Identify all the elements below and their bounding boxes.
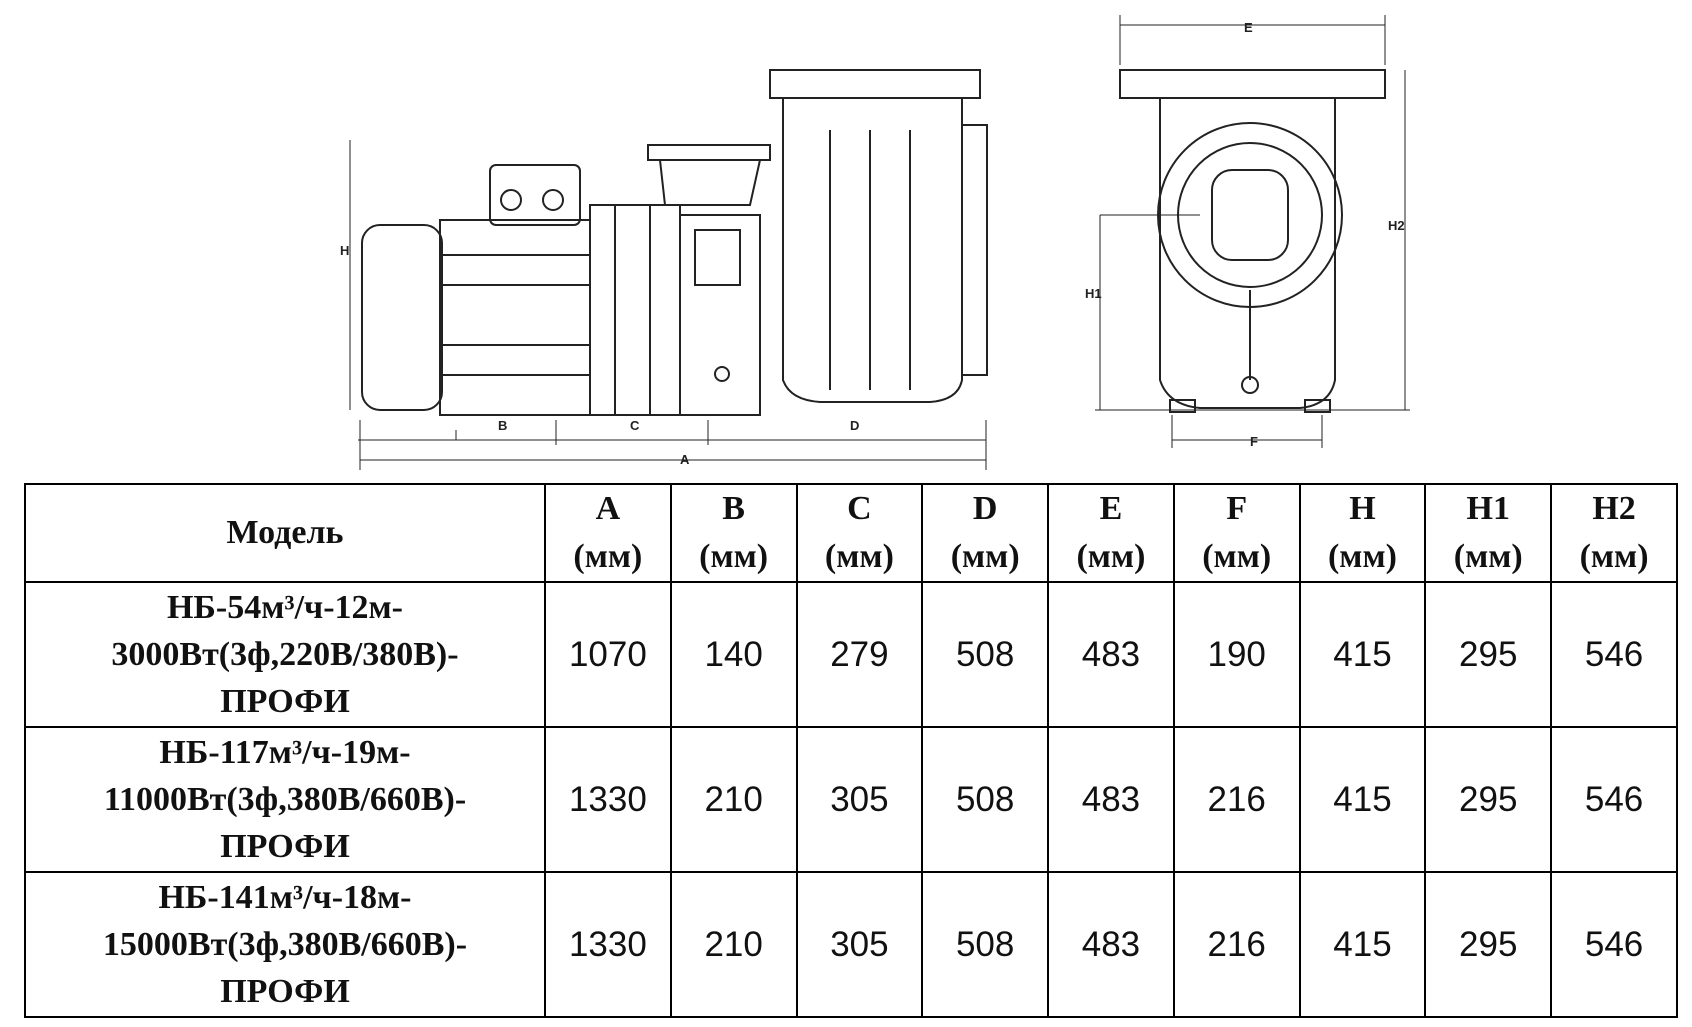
header-h2: H2(мм) [1550, 483, 1678, 583]
dim-label-d: D [850, 418, 859, 433]
model-line: ПРОФИ [220, 828, 350, 865]
table-header-row: Модель A(мм) B(мм) C(мм) D(мм) E(мм) F(м… [24, 483, 1678, 583]
model-line: НБ-141м³/ч-18м- [158, 879, 412, 916]
value-e: 483 [1047, 581, 1175, 728]
header-h: H(мм) [1298, 483, 1427, 583]
model-cell: НБ-54м³/ч-12м- 3000Вт(3ф,220В/380В)- ПРО… [24, 581, 546, 728]
value-h: 415 [1298, 581, 1427, 728]
value-f: 216 [1172, 871, 1301, 1018]
table-row: НБ-54м³/ч-12м- 3000Вт(3ф,220В/380В)- ПРО… [24, 581, 1678, 728]
dim-label-e: E [1244, 20, 1253, 35]
dim-label-b: B [498, 418, 507, 433]
value-f: 216 [1172, 726, 1301, 873]
model-cell: НБ-117м³/ч-19м- 11000Вт(3ф,380В/660В)- П… [24, 726, 546, 873]
value-d: 508 [921, 871, 1050, 1018]
value-h: 415 [1298, 871, 1427, 1018]
value-h1: 295 [1424, 726, 1553, 873]
model-line: 15000Вт(3ф,380В/660В)- [102, 926, 468, 963]
value-c: 279 [795, 581, 924, 728]
dim-label-h: H [340, 243, 349, 258]
value-h1: 295 [1424, 871, 1553, 1018]
value-h2: 546 [1550, 871, 1678, 1018]
header-d: D(мм) [921, 483, 1050, 583]
value-b: 210 [669, 726, 798, 873]
dim-label-h1: H1 [1085, 286, 1102, 301]
header-model: Модель [24, 483, 546, 583]
front-view [1095, 15, 1410, 448]
dimensions-table: Модель A(мм) B(мм) C(мм) D(мм) E(мм) F(м… [24, 483, 1678, 1018]
dim-label-h2: H2 [1388, 218, 1405, 233]
value-f: 190 [1172, 581, 1301, 728]
value-d: 508 [921, 581, 1050, 728]
model-line: 11000Вт(3ф,380В/660В)- [103, 781, 467, 818]
pump-dimension-drawing: H B C D A E H2 H1 F [340, 15, 1410, 470]
table-row: НБ-141м³/ч-18м- 15000Вт(3ф,380В/660В)- П… [24, 871, 1678, 1018]
dim-label-c: C [630, 418, 640, 433]
value-e: 483 [1047, 726, 1175, 873]
header-f: F(мм) [1172, 483, 1301, 583]
header-e: E(мм) [1047, 483, 1175, 583]
side-view [349, 69, 988, 470]
header-c: C(мм) [795, 483, 924, 583]
header-h1: H1(мм) [1424, 483, 1553, 583]
header-b: B(мм) [669, 483, 798, 583]
dim-label-a: A [680, 452, 690, 467]
model-line: ПРОФИ [220, 973, 350, 1010]
value-e: 483 [1047, 871, 1175, 1018]
header-a: A(мм) [544, 483, 672, 583]
table-row: НБ-117м³/ч-19м- 11000Вт(3ф,380В/660В)- П… [24, 726, 1678, 873]
value-b: 210 [669, 871, 798, 1018]
value-h1: 295 [1424, 581, 1553, 728]
value-b: 140 [669, 581, 798, 728]
model-line: 3000Вт(3ф,220В/380В)- [111, 636, 459, 673]
value-a: 1070 [544, 581, 672, 728]
dim-label-f: F [1250, 434, 1258, 449]
model-line: ПРОФИ [220, 683, 350, 720]
value-d: 508 [921, 726, 1050, 873]
model-line: НБ-117м³/ч-19м- [159, 734, 411, 771]
value-c: 305 [795, 726, 924, 873]
value-h2: 546 [1550, 726, 1678, 873]
value-h2: 546 [1550, 581, 1678, 728]
value-c: 305 [795, 871, 924, 1018]
model-line: НБ-54м³/ч-12м- [166, 589, 404, 626]
value-a: 1330 [544, 726, 672, 873]
value-a: 1330 [544, 871, 672, 1018]
model-cell: НБ-141м³/ч-18м- 15000Вт(3ф,380В/660В)- П… [24, 871, 546, 1018]
value-h: 415 [1298, 726, 1427, 873]
